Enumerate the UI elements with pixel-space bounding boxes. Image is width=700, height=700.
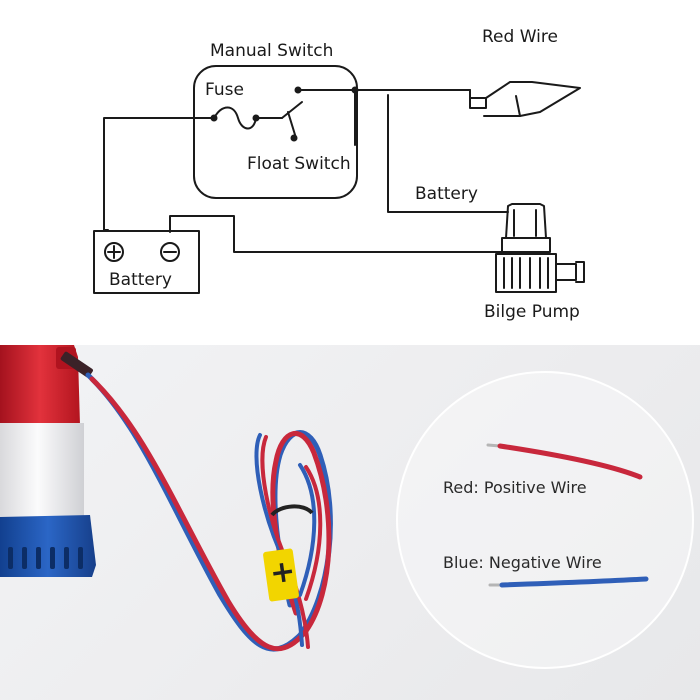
positive-sign xyxy=(107,245,121,259)
pump-outlet xyxy=(555,263,577,281)
red-wire-terminal xyxy=(483,81,581,117)
wiring-diagram-svg xyxy=(93,65,585,294)
red-wire-coil-3 xyxy=(304,465,323,601)
pump-top xyxy=(505,203,547,239)
product-photo-svg xyxy=(0,345,694,669)
bilge-pump-label: Bilge Pump xyxy=(484,302,580,322)
negative-terminal-symbol xyxy=(160,242,180,262)
float-switch-label: Float Switch xyxy=(247,154,351,174)
battery-box xyxy=(93,230,200,294)
pump-collar xyxy=(501,237,551,253)
red-wire-terminal-detail xyxy=(515,95,521,117)
switch-right-contact xyxy=(351,86,359,94)
red-wire-connector xyxy=(469,89,487,109)
red-positive-wire-label: Red: Positive Wire xyxy=(443,478,587,497)
cable-sleeve xyxy=(60,351,93,378)
battery-to-pump-wire xyxy=(387,94,509,213)
switch-housing xyxy=(193,65,358,199)
fuse-left-contact xyxy=(210,114,218,122)
red-wire-label: Red Wire xyxy=(482,27,558,47)
battery-negative-wire xyxy=(169,215,509,253)
battery-positive-wire xyxy=(103,117,215,231)
fuse-symbol xyxy=(213,106,257,130)
pump-white-body xyxy=(0,423,84,523)
battery-wire-label: Battery xyxy=(415,184,478,204)
blue-wire-coil-3 xyxy=(298,463,317,597)
coiled-wires xyxy=(85,372,333,652)
pump-base-ribs xyxy=(503,257,549,289)
pump-base xyxy=(495,253,557,293)
pump-body xyxy=(0,345,96,577)
fuse-label: Fuse xyxy=(205,80,244,100)
float-switch-lever xyxy=(281,101,303,119)
switch-bottom-contact xyxy=(290,134,298,142)
manual-switch-label: Manual Switch xyxy=(210,41,334,61)
pump-outlet-tip xyxy=(575,261,585,283)
product-photo: + Red: Positive Wire Blue: Negative Wire xyxy=(0,345,700,700)
wire-tag-symbol: + xyxy=(267,553,298,592)
red-wire-sample xyxy=(486,443,643,480)
pump-top-detail xyxy=(513,209,537,237)
wire-tag-body xyxy=(263,548,299,602)
red-wire-coil-1 xyxy=(89,376,332,652)
zip-tie xyxy=(270,504,314,517)
blue-negative-wire-label: Blue: Negative Wire xyxy=(443,553,602,572)
positive-terminal-symbol xyxy=(104,242,124,262)
red-wire-insulation xyxy=(497,443,643,480)
float-switch-arm xyxy=(287,111,297,139)
switch-top-contact xyxy=(294,86,302,94)
pump-base-slots xyxy=(8,547,83,569)
wire-tag xyxy=(263,548,299,602)
blue-wire-insulation xyxy=(499,576,649,588)
wiring-diagram: Manual Switch Fuse Float Switch Red Wire… xyxy=(0,0,700,345)
inset-circle xyxy=(396,371,694,669)
blue-wire-sample xyxy=(488,576,649,588)
fuse-right-contact xyxy=(252,114,260,122)
battery-label: Battery xyxy=(109,270,172,290)
